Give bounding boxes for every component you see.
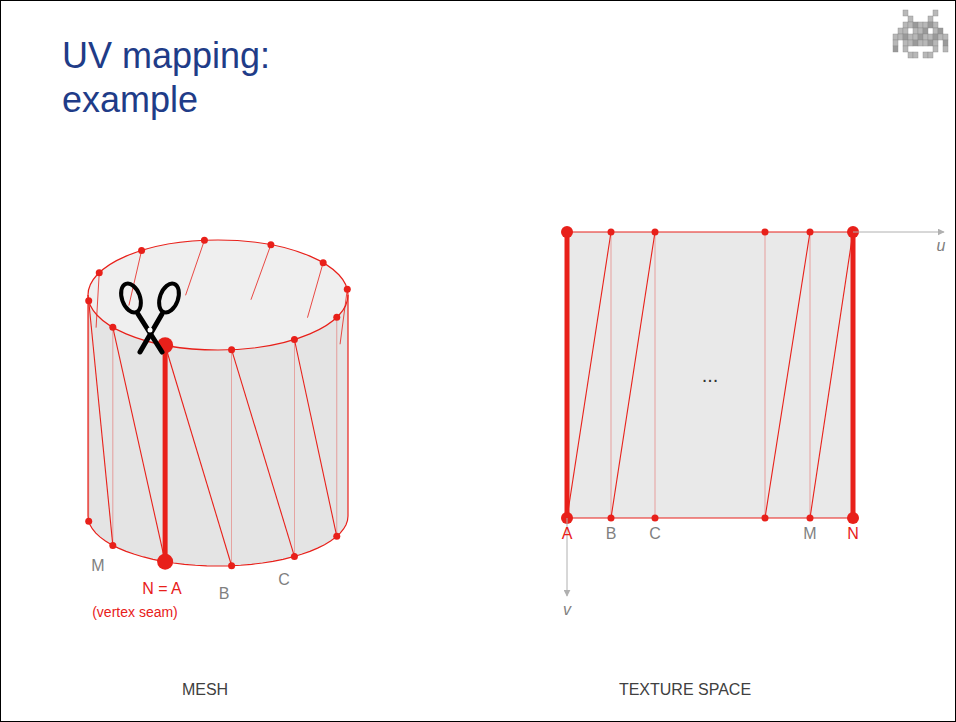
- label-text: u: [937, 237, 946, 254]
- seam-note: (vertex seam): [92, 603, 178, 621]
- cylinder-mesh: [85, 237, 351, 570]
- label-text: C: [649, 525, 661, 542]
- vertex-label: C: [278, 571, 290, 589]
- uv-vertex-label: A: [562, 525, 573, 543]
- axis-label: u: [937, 237, 946, 255]
- label-text: MESH: [182, 681, 228, 698]
- invader-icon: [893, 10, 948, 58]
- label-text: C: [278, 571, 290, 588]
- uv-vertex-label: N: [847, 525, 859, 543]
- scissors-icon: [117, 281, 182, 352]
- panel-caption: MESH: [182, 681, 228, 699]
- texture-region: ...: [567, 232, 853, 518]
- label-text: TEXTURE SPACE: [619, 681, 751, 698]
- label-text: B: [219, 585, 230, 602]
- label-text: M: [803, 525, 816, 542]
- slide-title: UV mapping: example: [62, 34, 362, 122]
- texture-square: [561, 226, 859, 524]
- vertex-label: N = A: [142, 580, 182, 598]
- uv-vertex-label: M: [803, 525, 816, 543]
- ellipsis-text: ...: [702, 364, 719, 387]
- label-text: B: [606, 525, 617, 542]
- label-text: N: [847, 525, 859, 542]
- title-text: UV mapping: example: [62, 35, 270, 120]
- vertex-label: M: [91, 557, 104, 575]
- vertex-label: B: [219, 585, 230, 603]
- uv-vertex-label: B: [606, 525, 617, 543]
- uv-vertex-label: C: [649, 525, 661, 543]
- label-text: (vertex seam): [92, 604, 178, 620]
- panel-caption: TEXTURE SPACE: [619, 681, 751, 699]
- label-text: N = A: [142, 580, 182, 597]
- label-text: v: [563, 601, 571, 618]
- label-text: A: [562, 525, 573, 542]
- uv-axes: [567, 232, 944, 596]
- label-text: M: [91, 557, 104, 574]
- axis-label: v: [563, 601, 571, 619]
